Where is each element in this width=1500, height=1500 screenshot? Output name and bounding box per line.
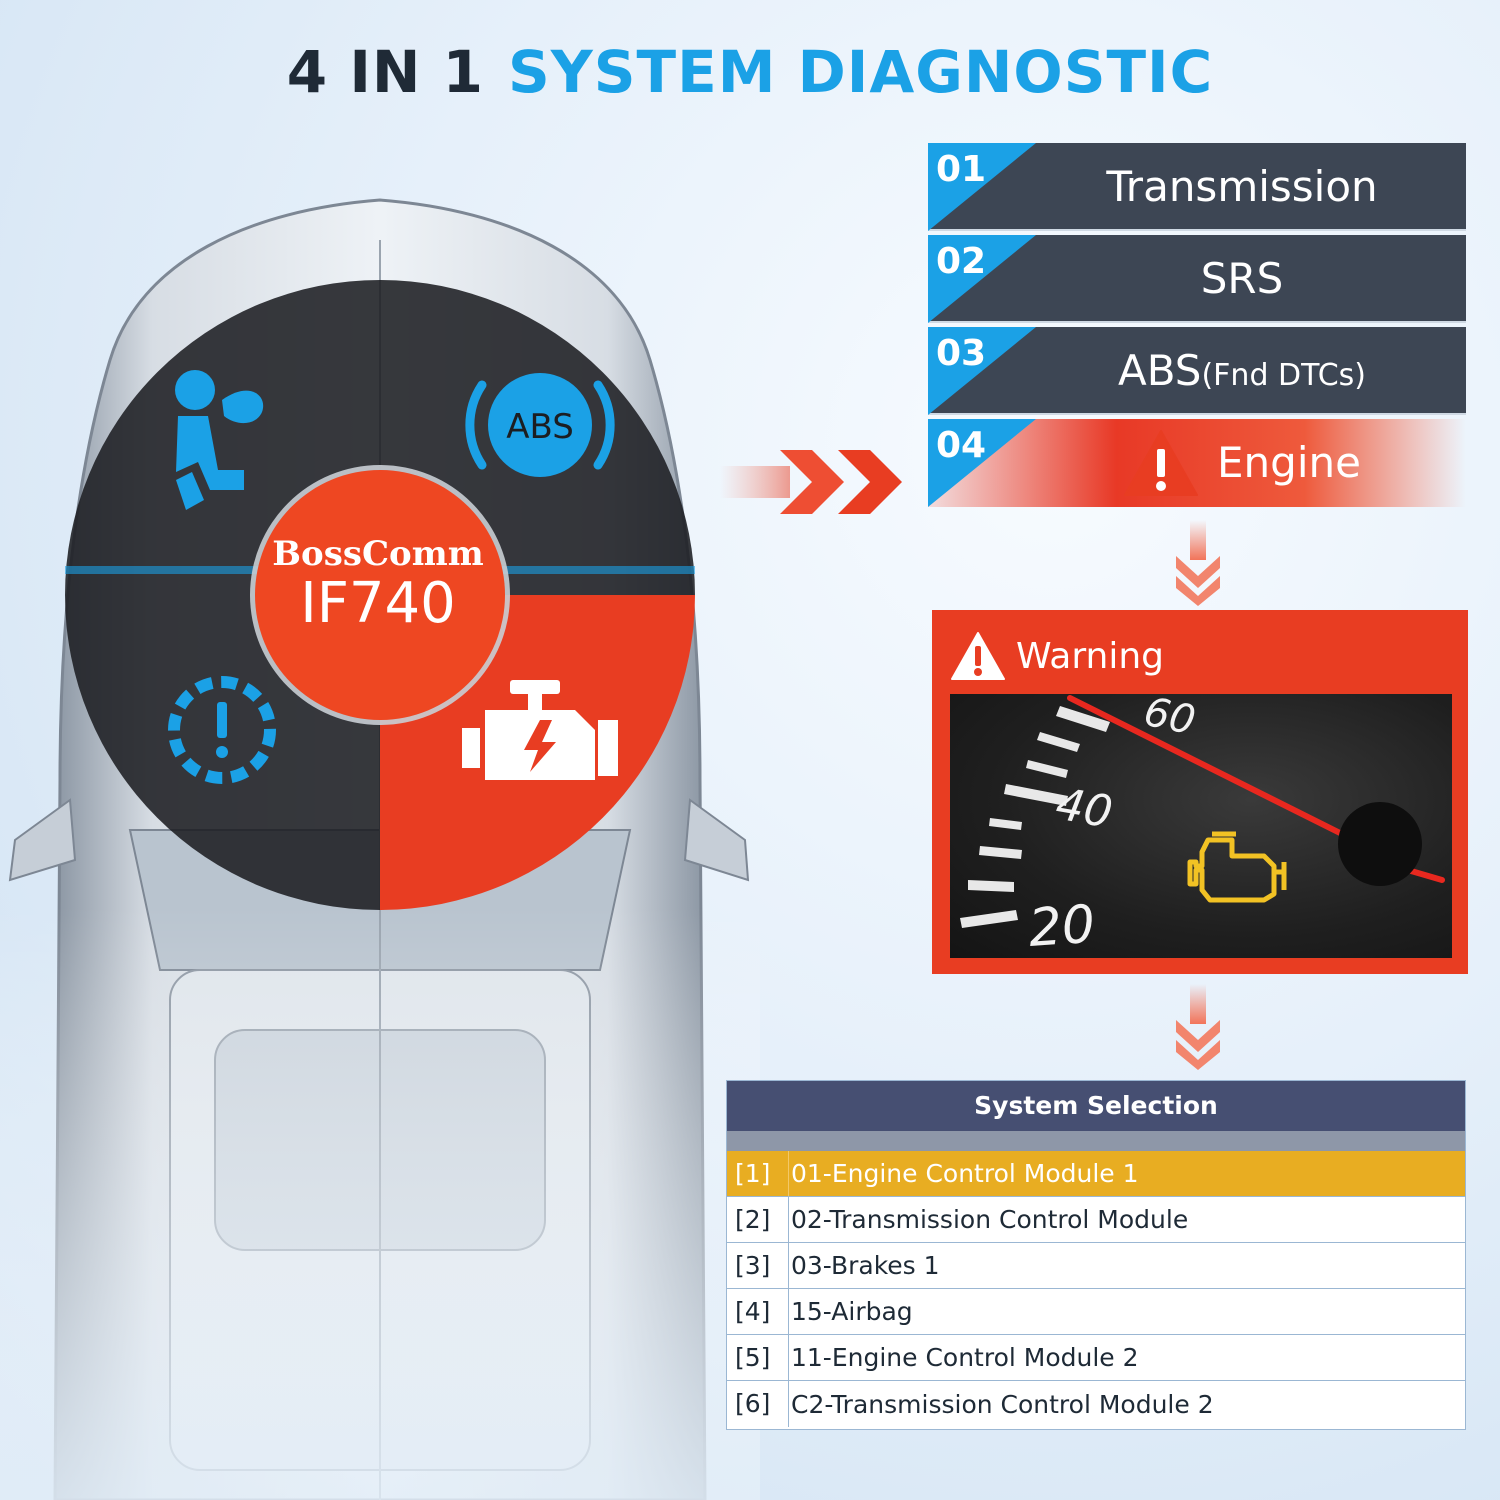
system-number: 04 — [936, 425, 987, 466]
gauge-tick-label: 40 — [1052, 779, 1116, 839]
row-name: C2-Transmission Control Module 2 — [791, 1389, 1214, 1419]
row-name: 15-Airbag — [791, 1297, 913, 1326]
brand-name: BossComm — [272, 534, 483, 574]
system-label: ABS — [1118, 346, 1202, 395]
engine-icon — [462, 680, 618, 780]
system-number: 02 — [936, 241, 987, 282]
system-row-transmission[interactable]: 01 Transmission — [928, 143, 1466, 231]
system-label: Engine — [1217, 438, 1361, 487]
abs-label: ABS — [506, 407, 574, 447]
system-row-srs[interactable]: 02 SRS — [928, 235, 1466, 323]
row-index: [4] — [727, 1289, 789, 1334]
warning-title: Warning — [1016, 635, 1165, 677]
warning-panel: Warning 60 40 20 — [932, 610, 1468, 974]
table-row[interactable]: [3] 03-Brakes 1 — [727, 1243, 1465, 1289]
row-name: 11-Engine Control Module 2 — [791, 1343, 1139, 1372]
system-label-wrap: ABS(Fnd DTCs) — [1018, 327, 1466, 415]
system-label-suffix: (Fnd DTCs) — [1201, 358, 1366, 393]
arrow-down-icon — [1176, 520, 1220, 606]
row-index: [1] — [727, 1151, 789, 1196]
airbag-icon — [175, 370, 264, 510]
system-row-engine[interactable]: 04 Engine — [928, 419, 1466, 507]
table-row[interactable]: [6] C2-Transmission Control Module 2 — [727, 1381, 1465, 1427]
row-name: 02-Transmission Control Module — [791, 1205, 1189, 1234]
arrow-right-icon — [720, 450, 902, 514]
row-index: [6] — [727, 1381, 789, 1427]
title-count: 4 IN 1 — [286, 38, 485, 106]
table-row[interactable]: [5] 11-Engine Control Module 2 — [727, 1335, 1465, 1381]
arrow-down-icon — [1176, 984, 1220, 1070]
row-name: 03-Brakes 1 — [791, 1251, 940, 1280]
table-row[interactable]: [2] 02-Transmission Control Module — [727, 1197, 1465, 1243]
system-number: 01 — [936, 149, 987, 190]
row-index: [5] — [727, 1335, 789, 1380]
warning-icon — [951, 632, 1005, 680]
tire-warning-icon — [168, 676, 276, 784]
speedometer: 60 40 20 — [950, 694, 1452, 958]
table-title: System Selection — [727, 1081, 1465, 1131]
brand-model: IF740 — [300, 571, 456, 636]
table-subheader — [727, 1131, 1465, 1151]
warning-header: Warning — [950, 628, 1164, 684]
row-index: [3] — [727, 1243, 789, 1288]
table-row[interactable]: [1] 01-Engine Control Module 1 — [727, 1151, 1465, 1197]
system-selection-table: System Selection [1] 01-Engine Control M… — [726, 1080, 1466, 1430]
system-number: 03 — [936, 333, 987, 374]
page-title: 4 IN 1 SYSTEM DIAGNOSTIC — [0, 38, 1500, 106]
gauge-tick-label: 20 — [1027, 894, 1097, 958]
warning-icon — [1124, 430, 1199, 496]
system-label-wrap: Engine — [1018, 419, 1466, 507]
car-illustration: ABS BossComm IF740 — [0, 180, 760, 1500]
table-row[interactable]: [4] 15-Airbag — [727, 1289, 1465, 1335]
system-row-abs[interactable]: 03 ABS(Fnd DTCs) — [928, 327, 1466, 415]
title-main: SYSTEM DIAGNOSTIC — [508, 38, 1214, 106]
check-engine-icon — [1187, 831, 1287, 903]
row-index: [2] — [727, 1197, 789, 1242]
system-label: Transmission — [1106, 162, 1378, 211]
row-name: 01-Engine Control Module 1 — [791, 1159, 1139, 1188]
system-label: SRS — [1200, 254, 1284, 303]
abs-icon: ABS — [465, 373, 615, 477]
